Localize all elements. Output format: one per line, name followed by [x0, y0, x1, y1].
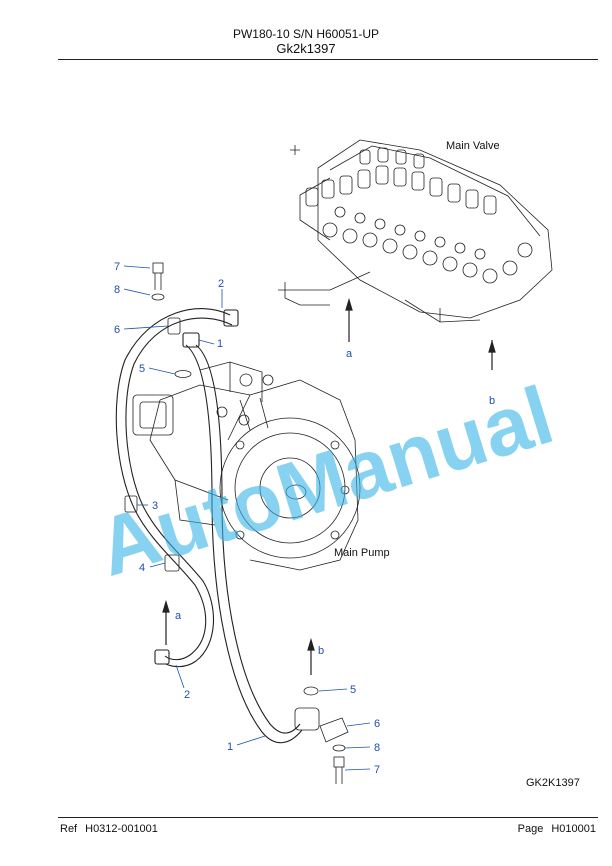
main-valve-label: Main Valve [446, 140, 500, 152]
reference-b-pump: b [318, 645, 324, 657]
fittings [124, 262, 349, 784]
page-label: Page [517, 823, 544, 835]
reference-a-pump: a [175, 610, 182, 622]
main-valve-assembly [278, 139, 553, 323]
callout-2-hose-lower: 2 [184, 689, 190, 701]
main-pump-label: Main Pump [334, 547, 390, 559]
page-value: H010001 [551, 823, 596, 835]
callout-1-hose: 1 [217, 338, 223, 350]
callout-3-clamp: 3 [152, 500, 158, 512]
figure-code: Gk2k1397 [276, 41, 336, 56]
callout-6-flange-lower: 6 [374, 718, 380, 730]
ref-label: Ref [60, 823, 78, 835]
reference-a-valve: a [346, 348, 353, 360]
header-divider [58, 59, 598, 60]
page-header: PW180-10 S/N H60051-UP Gk2k1397 [0, 27, 612, 57]
drawing-code: GK2K1397 [526, 777, 580, 789]
ref-value: H0312-001001 [85, 823, 158, 835]
reference-b-valve: b [489, 395, 495, 407]
footer-divider [58, 817, 598, 818]
callout-8-washer-lower: 8 [374, 742, 380, 754]
callout-5-o-ring: 5 [139, 363, 145, 375]
callout-7-bolt: 7 [114, 261, 120, 273]
callout-1-hose-lower: 1 [227, 741, 233, 753]
footer-page: Page H010001 [518, 823, 596, 835]
callout-8-washer: 8 [114, 284, 120, 296]
callout-6-flange: 6 [114, 324, 120, 336]
callout-5-o-ring-lower: 5 [350, 684, 356, 696]
model-line: PW180-10 S/N H60051-UP [232, 27, 380, 41]
footer-ref: Ref H0312-001001 [60, 823, 158, 835]
callout-7-bolt-lower: 7 [374, 764, 380, 776]
callout-4-clamp: 4 [139, 562, 145, 574]
callout-2-hose: 2 [218, 278, 224, 290]
hose-2 [115, 308, 239, 668]
main-pump-assembly [132, 361, 361, 571]
